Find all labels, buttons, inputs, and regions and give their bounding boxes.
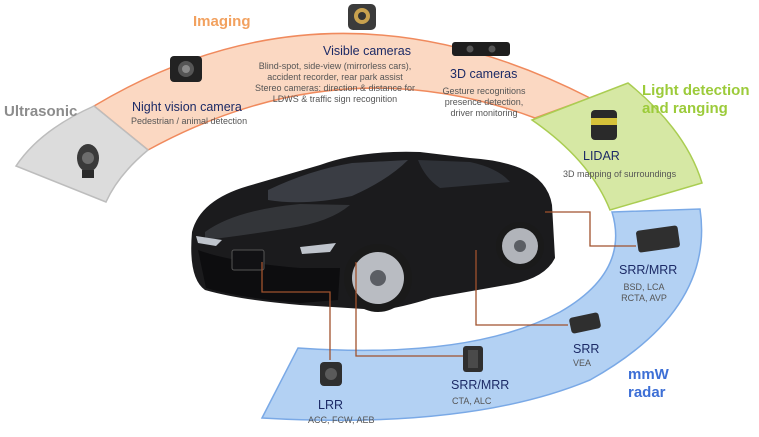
- headlight-right: [300, 243, 336, 254]
- 3d-camera-icon: [452, 42, 510, 56]
- ultrasonic-sensor-icon: [77, 144, 99, 178]
- imaging-category-label: Imaging: [193, 13, 251, 30]
- rear-hub: [514, 240, 526, 252]
- license-plate: [231, 249, 265, 271]
- visible-desc-line-4: LDWS & traffic sign recognition: [272, 94, 398, 104]
- 3d-cameras-title: 3D cameras: [450, 67, 518, 81]
- headlight-left: [196, 236, 222, 246]
- visible-desc-line-2: accident recorder, rear park assist: [267, 72, 403, 82]
- 3d-desc-line-2: presence detection,: [444, 97, 524, 107]
- connector-lrr: [261, 262, 331, 360]
- front-hub: [370, 270, 386, 286]
- visible-desc-line-3: Stereo cameras: direction & distance for: [254, 83, 416, 93]
- night-vision-camera-icon: [170, 56, 202, 82]
- 3d-desc-line-1: Gesture recognitions: [442, 86, 526, 96]
- lidar-sensor-icon: [591, 110, 617, 140]
- srr-mrr-bottom-sensor-icon: [463, 346, 483, 372]
- night-vision-title: Night vision camera: [132, 100, 242, 114]
- srr-title: SRR: [573, 342, 600, 356]
- srr-mrr-bottom-title: SRR/MRR: [451, 378, 510, 392]
- radar-band: [260, 208, 703, 422]
- visible-cameras-title: Visible cameras: [323, 44, 412, 58]
- lidar-title: LIDAR: [583, 149, 620, 163]
- lidar-category-label-line1: Light detection: [642, 82, 750, 99]
- srr-desc: VEA: [573, 358, 592, 368]
- car-windshield: [268, 160, 408, 203]
- car-hood-highlight: [205, 204, 350, 240]
- lidar-band: [530, 82, 703, 211]
- visible-cameras-desc: Blind-spot, side-view (mirrorless cars),…: [240, 61, 430, 105]
- srr-mrr-right-sensor-icon: [636, 225, 680, 253]
- car-side-window: [418, 160, 510, 188]
- 3d-cameras-desc: Gesture recognitions presence detection,…: [434, 86, 534, 119]
- srr-mrr-right-desc: BSD, LCA RCTA, AVP: [612, 282, 676, 304]
- connectors: [261, 211, 636, 360]
- visible-camera-icon: [348, 4, 376, 30]
- lrr-sensor-icon: [320, 362, 342, 386]
- srr-sensor-icon: [569, 312, 601, 334]
- lrr-desc: ACC, FCW, AEB: [308, 415, 375, 425]
- lidar-category-label-line2: and ranging: [642, 100, 728, 117]
- srr-mrr-right-desc-line-2: RCTA, AVP: [621, 293, 667, 303]
- lidar-desc: 3D mapping of surroundings: [563, 169, 677, 179]
- car-image: [191, 151, 555, 312]
- connector-srr-mrr-bottom: [355, 262, 470, 357]
- srr-mrr-bottom-desc: CTA, ALC: [452, 396, 492, 406]
- srr-mrr-right-title: SRR/MRR: [619, 263, 678, 277]
- connector-srr-mrr-right: [545, 211, 636, 247]
- connector-srr: [475, 250, 568, 326]
- 3d-desc-line-3: driver monitoring: [450, 108, 518, 118]
- ultrasonic-category-label: Ultrasonic: [4, 103, 78, 120]
- srr-mrr-right-desc-line-1: BSD, LCA: [623, 282, 665, 292]
- radar-category-label-line2: radar: [628, 384, 666, 401]
- night-vision-desc: Pedestrian / animal detection: [131, 116, 248, 126]
- radar-category-label-line1: mmW: [628, 366, 669, 383]
- lrr-title: LRR: [318, 398, 344, 412]
- visible-desc-line-1: Blind-spot, side-view (mirrorless cars),: [258, 61, 412, 71]
